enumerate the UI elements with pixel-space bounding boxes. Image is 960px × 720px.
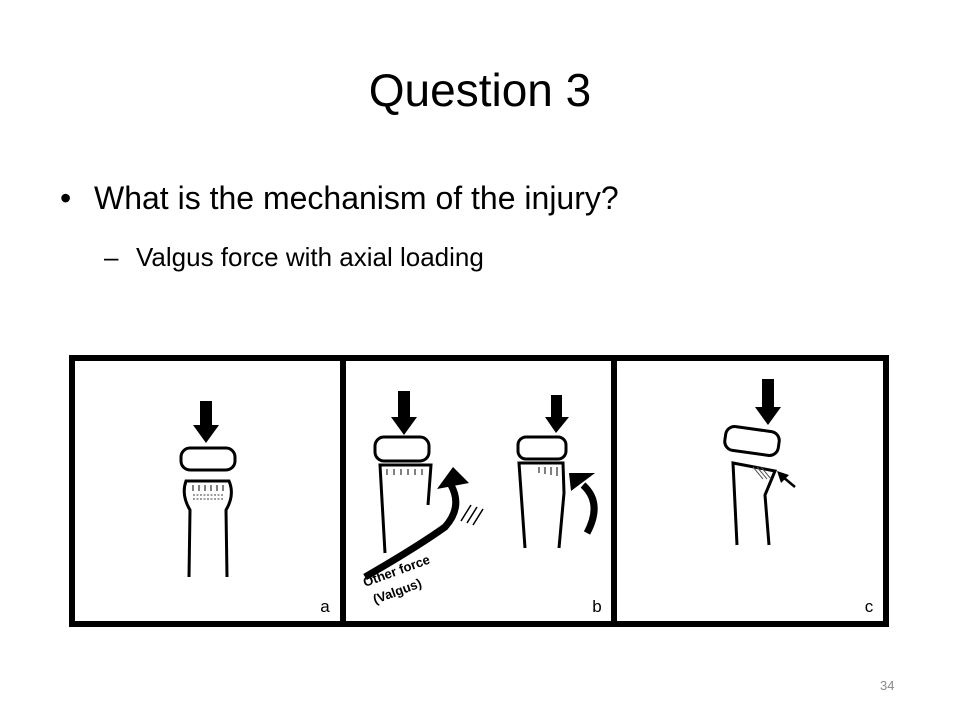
sub-bullet-item: – Valgus force with axial loading xyxy=(104,240,484,274)
sub-bullet-text: Valgus force with axial loading xyxy=(136,242,484,272)
bullet-item: • What is the mechanism of the injury? xyxy=(60,178,619,218)
radius-bone xyxy=(182,479,233,578)
fracture-lines xyxy=(752,466,772,480)
slide-title: Question 3 xyxy=(368,64,592,116)
panel-label-b: b xyxy=(592,597,601,616)
radius-bone xyxy=(378,463,433,554)
radius-bone xyxy=(517,461,566,549)
injury-mechanism-figure: a Other force (Valgus) xyxy=(69,355,889,627)
pointer-arrow-icon xyxy=(777,471,796,488)
carpal-bone xyxy=(179,446,237,472)
valgus-arrowhead xyxy=(437,467,469,489)
bullet-marker: • xyxy=(60,180,72,216)
down-arrow-icon xyxy=(391,391,417,435)
carpal-bone xyxy=(516,435,568,461)
compression-arrows xyxy=(192,485,224,491)
panel-label-c: c xyxy=(865,597,874,616)
curved-arrowhead xyxy=(569,473,595,491)
carpal-bone xyxy=(723,425,781,457)
fracture-lines xyxy=(538,467,558,476)
compression-arrows xyxy=(386,469,423,475)
panel-label-a: a xyxy=(320,597,330,616)
impaction-line xyxy=(193,494,223,500)
curved-force-arrow xyxy=(580,482,598,535)
radius-bone xyxy=(731,461,778,546)
carpal-bone xyxy=(373,435,431,463)
page-number: 34 xyxy=(880,678,895,693)
down-arrow-icon xyxy=(755,379,781,425)
motion-lines xyxy=(460,504,484,526)
panel-a: a xyxy=(179,401,330,616)
valgus-force-arrow xyxy=(363,483,460,581)
sub-bullet-marker: – xyxy=(104,242,119,272)
panel-c: c xyxy=(723,379,874,616)
down-arrow-icon xyxy=(545,395,569,433)
down-arrow-icon xyxy=(193,401,219,443)
bullet-text: What is the mechanism of the injury? xyxy=(94,180,619,216)
